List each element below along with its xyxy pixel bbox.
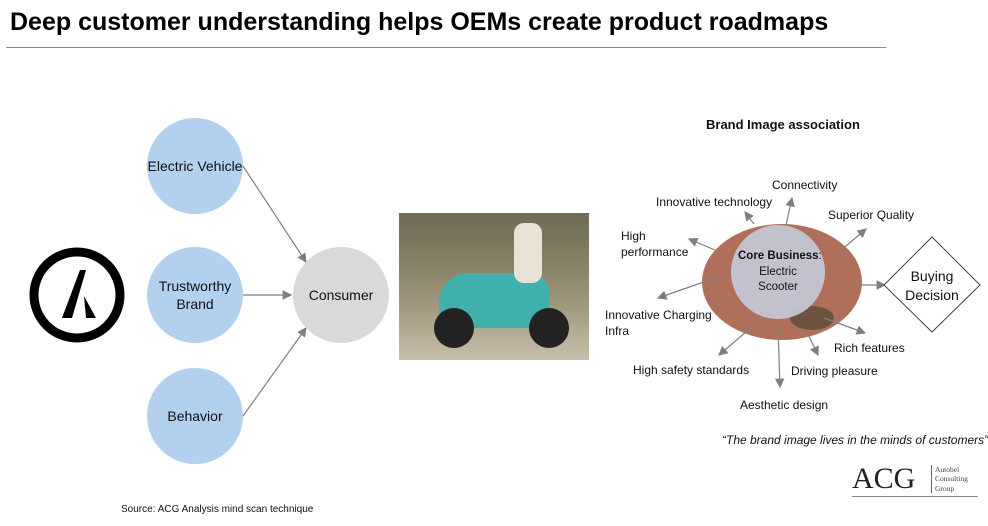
decision-diamond [883,236,981,333]
acg-logo-subtitle: Autobei Consulting Group [931,465,979,494]
core-business-label: Core Business: Electric Scooter [738,249,822,296]
assoc-connectivity: Connectivity [772,178,838,192]
core-business-text: Electric Scooter [758,265,798,294]
brand-logo-icon [29,247,125,343]
assoc-innovative-charging: Innovative Charging Infra [605,308,712,339]
assoc-high-safety: High safety standards [633,363,750,377]
assoc-driving-pleasure: Driving pleasure [791,364,878,378]
core-colon: : [818,250,822,262]
node-electric-vehicle: Electric Vehicle [147,118,243,214]
buying-decision-label: Buying Decision [905,268,959,303]
arrow-behavior-consumer [242,327,307,417]
source-note: Source: ACG Analysis mind scan technique [121,504,314,515]
arrow-ev-consumer [242,165,307,264]
acg-logo-mark: ACG [852,462,916,495]
assoc-innovative-technology: Innovative technology [656,195,773,209]
page-title: Deep customer understanding helps OEMs c… [10,8,829,36]
acg-logo: ACG Autobei Consulting Group [852,462,978,497]
assoc-high-performance: High performance [621,229,689,260]
node-behavior: Behavior [147,368,243,464]
assoc-rich-features: Rich features [834,341,905,355]
assoc-superior-quality: Superior Quality [828,208,915,222]
scooter-photo [399,213,589,360]
title-divider [6,47,886,48]
node-trustworthy-brand: Trustworthy Brand [147,247,243,343]
node-consumer: Consumer [293,247,389,343]
core-business-bold: Core Business [738,250,819,262]
assoc-aesthetic-design: Aesthetic design [740,398,829,412]
brand-image-heading: Brand Image association [706,117,860,132]
quote: “The brand image lives in the minds of c… [722,433,988,447]
